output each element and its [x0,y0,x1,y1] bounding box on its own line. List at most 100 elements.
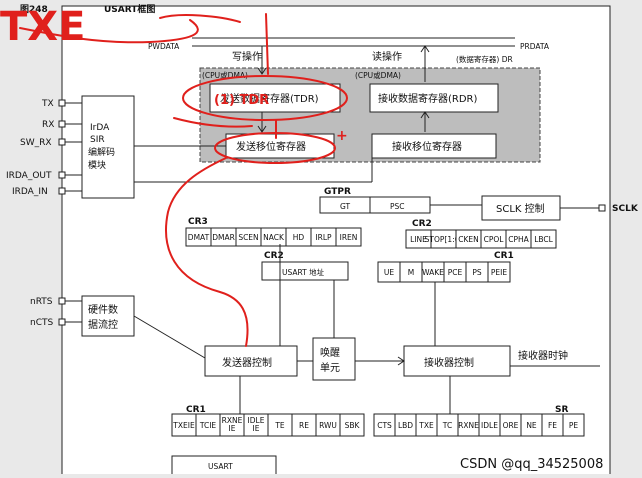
rdr-box [369,83,499,113]
tdr-to-shift-arrow [257,112,267,133]
sclk-pin [598,204,606,212]
cr1-mid-bit-label: UE [384,268,394,277]
handwritten-stroke-top [19,19,199,44]
wire-flow-to-tx [133,315,206,359]
sr-bit-label: ORE [503,421,519,430]
cr1-mid-bit-label: PS [472,268,482,277]
usart-bottom-box [171,455,277,478]
cr1-mid-bit-label: WAKE [422,268,444,277]
sr-bit-label: TC [442,421,452,430]
handwritten-bracket-text: (1) TDR [214,93,269,108]
rx-shift-label: 接收移位寄存器 [392,140,462,153]
irda-block [81,95,135,199]
handwritten-arrow-down [265,13,269,75]
cr3-bit-label: DMAT [188,233,210,242]
rx-pin [58,120,66,128]
read-op-label: 读操作 [372,50,402,63]
write-op-label: 写操作 [232,50,262,63]
tx-pin-label: TX [41,99,54,109]
sr-bit-label: FE [548,421,557,430]
sr-bit-label: CTS [377,421,392,430]
cr1-bottom-cell [339,413,365,437]
wakeup-line-2: 单元 [320,362,340,374]
usart-address-label: USART 地址 [282,267,325,277]
cr1-bottom-bit-label: RXNE [222,416,243,425]
gt-label: GT [340,202,351,211]
tx-control-box [204,345,298,377]
cr1-bottom-bit-label: IDLE [248,416,265,425]
cr2-bit-label: CPHA [508,235,529,244]
cr1-mid-title: CR1 [494,251,514,261]
cr1-bottom-bit-label: RE [299,421,309,430]
irda-line-2: SIR [90,135,105,145]
watermark: CSDN @qq_34525008 [460,457,603,472]
sr-bit-label: TXE [418,421,434,430]
cr2-cell [530,229,557,249]
rx-control-box [403,345,511,377]
irda-in-pin [58,187,66,195]
cpu-dma-right: (CPU或DMA) [355,70,401,80]
hw-flow-line-2: 据流控 [88,318,118,331]
sr-bit-label: NE [526,421,537,430]
irda-line-1: IrDA [90,123,110,133]
nrts-pin-label: nRTS [30,297,53,307]
cr2-bit-label: CKEN [458,235,479,244]
write-arrow [257,46,267,75]
usart-address-box [261,261,349,281]
handwritten-stroke-top-2 [159,14,241,23]
sr-title: SR [555,405,568,415]
rdr-label: 接收数据寄存器(RDR) [378,92,477,105]
hw-flow-line-1: 硬件数 [88,303,118,316]
handwritten-plus: + [336,128,348,144]
cr1-bottom-bit-label: RWU [319,421,337,430]
cr1-mid-bit-label: M [408,268,414,277]
nrts-pin [58,297,66,305]
tdr-box [209,83,341,113]
tdr-label: 发送数据寄存器(TDR) [220,92,319,105]
cr3-bit-label: IREN [340,233,358,242]
sw-rx-pin-label: SW_RX [20,138,52,148]
data-register-label: (数据寄存器) DR [456,54,513,64]
gtpr-title: GTPR [324,187,351,197]
sr-bit-label: IDLE [481,421,498,430]
tx-pin [58,99,66,107]
rx-pin-label: RX [42,120,54,130]
ncts-pin [58,318,66,326]
shift-to-rdr-arrow [420,111,430,132]
cr1-bottom-title: CR1 [186,405,206,415]
rx-clock-label: 接收器时钟 [518,349,568,362]
cr1-bottom-bit-label: TE [274,421,285,430]
cr1-bottom-bit-label: IE [229,424,236,433]
wakeup-line-1: 唤醒 [320,346,340,359]
cr3-bit-label: HD [293,233,305,242]
irda-line-3: 编解码 [88,146,115,158]
read-arrow [420,45,430,82]
cpu-dma-left: (CPU或DMA) [202,70,248,80]
tx-control-label: 发送器控制 [222,356,272,369]
pin-group: TX RX SW_RX IRDA_OUT IRDA_IN nRTS nCTS [6,99,66,328]
handwritten-stroke-mid [173,117,253,128]
cr3-cell [335,227,362,247]
cr1-bottom-bit-label: TXEIE [172,421,195,430]
irda-out-pin [58,171,66,179]
cr2-bit-label: CPOL [484,235,505,244]
ncts-pin-label: nCTS [30,318,53,328]
handwritten-annotations: TXE (1) TDR + [0,4,348,347]
sr-bit-label: LBD [398,421,413,430]
cr3-bit-label: NACK [263,233,285,242]
cr3-title: CR3 [188,217,208,227]
handwritten-curve-to-tx [165,157,249,347]
irda-out-pin-label: IRDA_OUT [6,171,52,181]
psc-label: PSC [390,202,405,211]
cr1-mid-cell [487,261,511,283]
sr-cell [562,413,585,437]
figure-title: USART框图 [104,3,155,15]
sr-bit-label: PE [569,421,579,430]
prdata-label: PRDATA [520,42,550,51]
cr2-bit-label: LBCL [534,235,553,244]
usart-bottom-label: USART [208,462,233,471]
sclk-control-label: SCLK 控制 [496,202,545,215]
sr-bit-label: RXNE [458,421,479,430]
